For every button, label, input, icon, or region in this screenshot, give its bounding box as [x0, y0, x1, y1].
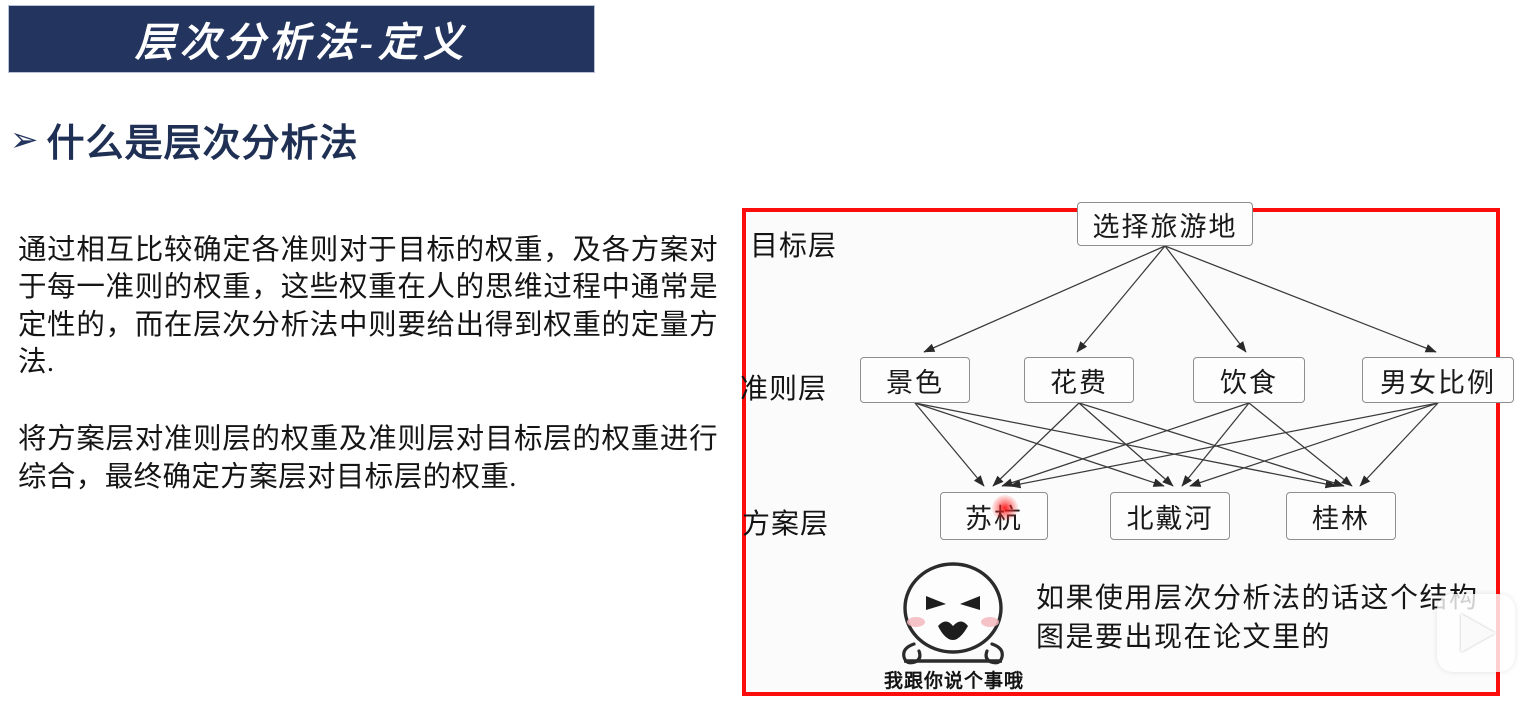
section-heading: ➢ 什么是层次分析法 — [10, 112, 359, 167]
diagram-caption: 如果使用层次分析法的话这个结构图是要出现在论文里的 — [1036, 583, 1479, 653]
node-criterion-cost: 花费 — [1024, 357, 1134, 403]
body-copy: 通过相互比较确定各准则对于目标的权重，及各方案对于每一准则的权重，这些权重在人的… — [18, 232, 718, 496]
page-title: 层次分析法-定义 — [134, 20, 469, 65]
cursor-highlight-dot — [992, 495, 1018, 521]
mascot-sticker: 我跟你说个事哦 — [868, 560, 1038, 692]
mascot-caption: 我跟你说个事哦 — [883, 671, 1024, 692]
node-goal: 选择旅游地 — [1077, 202, 1253, 246]
layer-label-goal: 目标层 — [750, 231, 838, 262]
layer-label-alternatives: 方案层 — [742, 509, 830, 540]
node-alternative-guilin: 桂林 — [1286, 492, 1396, 540]
body-paragraph-2: 将方案层对准则层的权重及准则层对目标层的权重进行综合，最终确定方案层对目标层的权… — [18, 424, 718, 493]
node-alternative-beidaihe: 北戴河 — [1110, 492, 1230, 540]
play-triangle-icon — [1461, 614, 1495, 652]
slide-title-banner: 层次分析法-定义 — [9, 6, 594, 72]
section-heading-label: 什么是层次分析法 — [46, 123, 359, 165]
ahp-hierarchy-diagram: 目标层 准则层 方案层 选择旅游地 景色 花费 饮食 男女比例 苏杭 北戴河 桂… — [740, 202, 1514, 696]
body-paragraph-1: 通过相互比较确定各准则对于目标的权重，及各方案对于每一准则的权重，这些权重在人的… — [18, 235, 718, 378]
video-play-button[interactable] — [1437, 594, 1515, 672]
node-criterion-food: 饮食 — [1193, 357, 1305, 403]
mascot-face-icon — [902, 562, 1004, 665]
layer-label-criteria: 准则层 — [740, 374, 828, 405]
node-criterion-scenery: 景色 — [860, 357, 970, 403]
diagram-canvas: 目标层 准则层 方案层 选择旅游地 景色 花费 饮食 男女比例 苏杭 北戴河 桂… — [740, 202, 1514, 700]
bullet-arrow-icon: ➢ — [10, 119, 39, 160]
node-criterion-gender-ratio: 男女比例 — [1362, 357, 1514, 403]
